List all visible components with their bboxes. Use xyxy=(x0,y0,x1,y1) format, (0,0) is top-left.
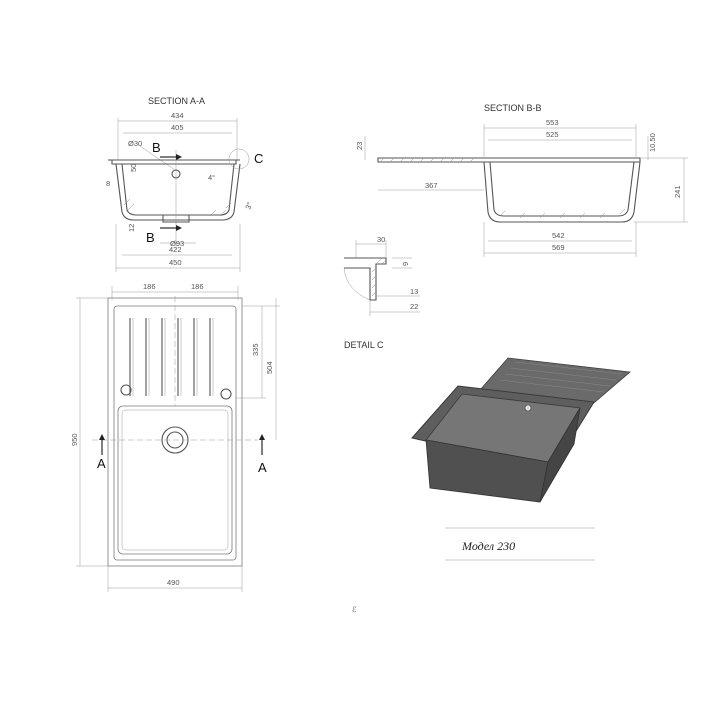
dim-detail-30: 30 xyxy=(377,235,385,244)
dim-186-right: 186 xyxy=(191,282,204,291)
marker-c: C xyxy=(254,151,263,166)
dim-detail-9: 9 xyxy=(401,262,410,266)
drainer-ribs xyxy=(129,318,214,396)
dim-detail-13: 13 xyxy=(410,287,418,296)
section-bb-title: SECTION B-B xyxy=(484,103,542,113)
dim-405: 405 xyxy=(171,123,184,132)
marker-a-right: A xyxy=(258,460,267,475)
dim-4deg: 4° xyxy=(208,173,215,182)
margin-mark: ℰ xyxy=(352,605,357,614)
section-aa-title: SECTION A-A xyxy=(148,96,205,106)
dim-490: 490 xyxy=(167,578,180,587)
dim-8: 8 xyxy=(106,179,110,188)
dim-542: 542 xyxy=(552,231,565,240)
marker-b-top: B xyxy=(152,140,161,155)
dim-422: 422 xyxy=(169,245,182,254)
dim-10-50: 10.50 xyxy=(648,133,657,152)
model-caption: Модел 230 xyxy=(461,539,515,553)
dim-950: 950 xyxy=(70,433,79,446)
dim-434: 434 xyxy=(171,111,184,120)
dim-450: 450 xyxy=(169,258,182,267)
dim-525: 525 xyxy=(546,130,559,139)
dim-241: 241 xyxy=(673,185,682,198)
dim-23: 23 xyxy=(355,142,364,150)
dim-186-left: 186 xyxy=(143,282,156,291)
section-aa-view: SECTION A-A 434 405 Ø30 50 4° 8 3° 12 B … xyxy=(106,96,263,272)
section-bb-view: SECTION B-B 553 525 23 10.50 367 241 542… xyxy=(355,103,688,257)
dim-553: 553 xyxy=(546,118,559,127)
marker-b-bottom: B xyxy=(146,230,155,245)
overflow-hole-left-icon xyxy=(120,384,132,396)
dim-504: 504 xyxy=(265,361,274,374)
dim-50: 50 xyxy=(129,164,138,172)
detail-c-title: DETAIL C xyxy=(344,340,384,350)
dim-12: 12 xyxy=(127,224,136,232)
overflow-hole-right-icon xyxy=(220,388,232,400)
plan-view: A A 186 186 335 504 950 490 xyxy=(70,282,280,592)
sink-3d-render: Модел 230 xyxy=(411,357,631,561)
detail-c-view: 30 9 13 22 DETAIL C xyxy=(343,235,420,350)
dim-367: 367 xyxy=(425,181,438,190)
dim-569: 569 xyxy=(552,243,565,252)
overflow-hole-render-icon xyxy=(524,404,532,412)
dim-detail-22: 22 xyxy=(410,302,418,311)
dim-dia30: Ø30 xyxy=(128,139,142,148)
marker-a-left: A xyxy=(97,456,106,471)
dim-335: 335 xyxy=(251,343,260,356)
dim-dia93: Ø93 xyxy=(170,239,184,248)
dim-3deg: 3° xyxy=(243,201,254,211)
